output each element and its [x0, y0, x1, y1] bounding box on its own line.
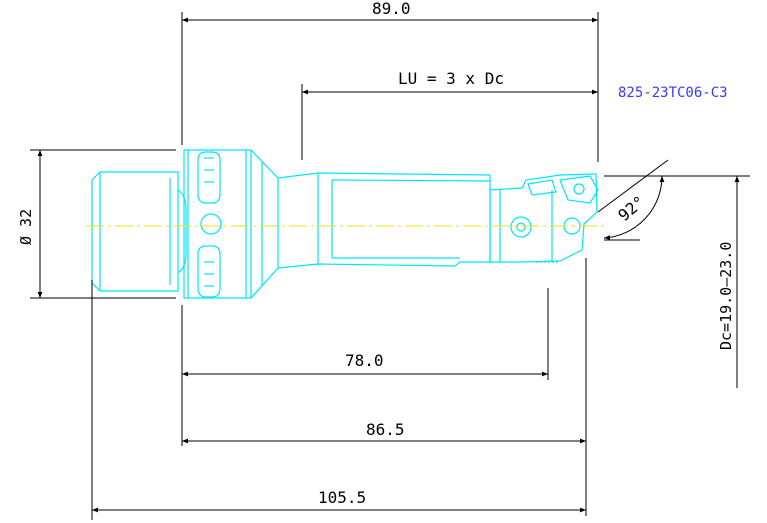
tool-outline	[91, 149, 599, 299]
dim-89-label: 89.0	[372, 0, 411, 18]
drive-slot-bottom	[197, 245, 221, 298]
part-number: 825-23TC06-C3	[618, 85, 728, 101]
shank	[91, 171, 179, 292]
dimension-lines	[30, 12, 750, 520]
drive-slot-top	[197, 151, 221, 204]
flange	[183, 149, 252, 299]
head-screw	[510, 216, 532, 238]
cutting-head	[489, 173, 598, 263]
angle-arc	[603, 175, 665, 241]
dim-86-label: 86.5	[366, 420, 405, 439]
insert	[559, 175, 599, 204]
coolant-hole	[200, 213, 222, 235]
dim-78-label: 78.0	[345, 351, 384, 370]
dim-105-label: 105.5	[318, 488, 366, 507]
cone	[250, 149, 279, 299]
dim-dc-label: Dc=19.0–23.0	[717, 242, 735, 350]
dim-lu-label: LU = 3 x Dc	[398, 69, 504, 88]
boring-bar	[277, 172, 491, 269]
dim-dia-label: Ø 32	[17, 209, 35, 245]
